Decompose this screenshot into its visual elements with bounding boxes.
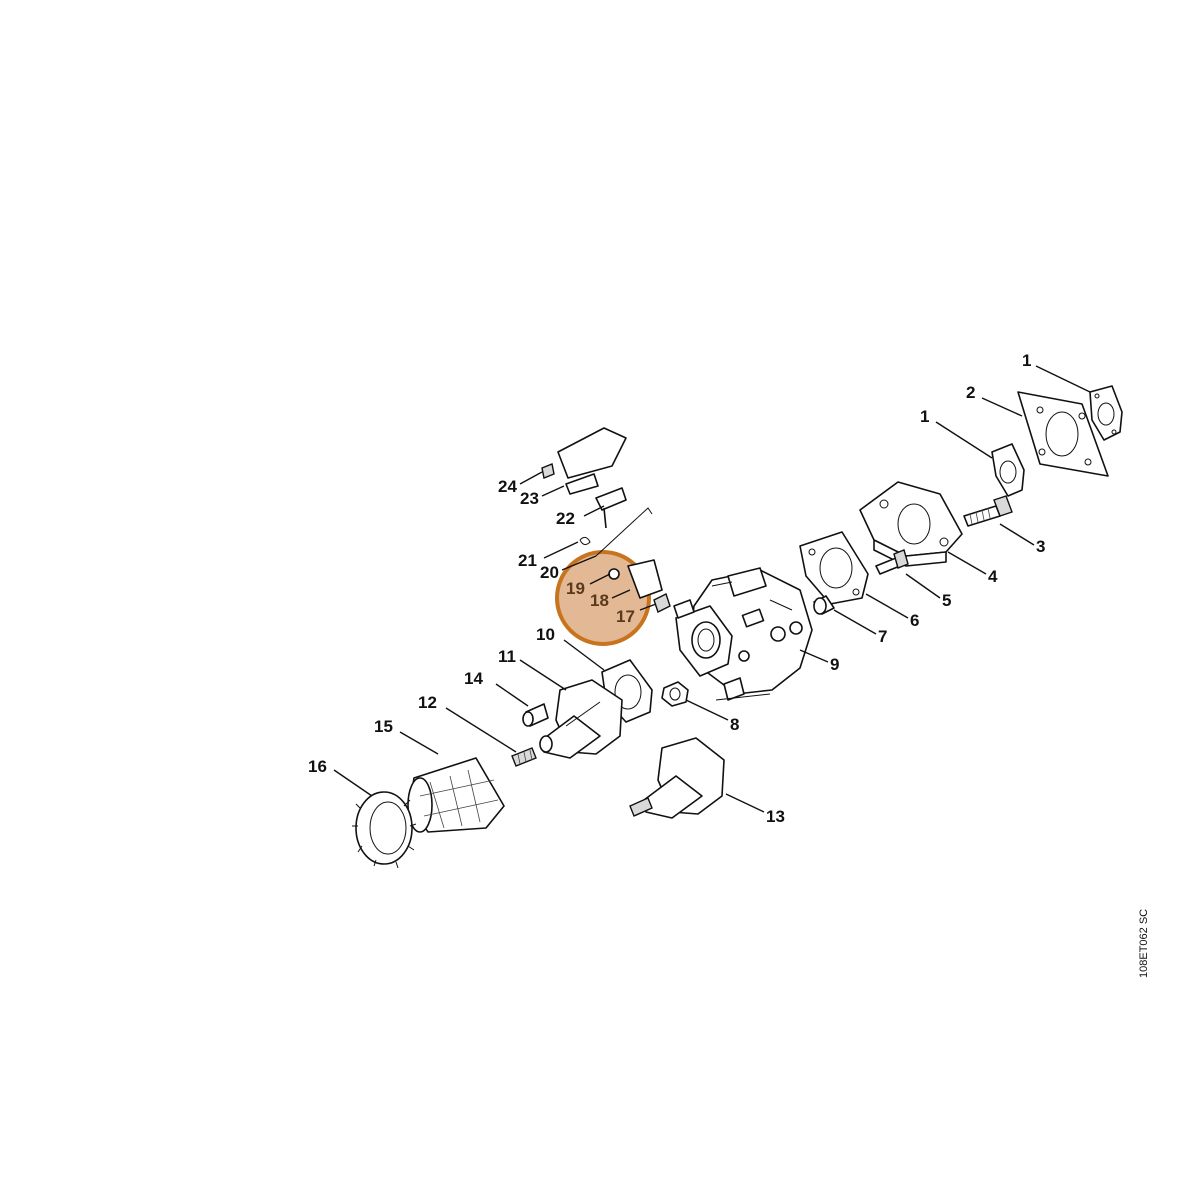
label-part-4: 4 [988, 567, 998, 586]
label-part-22: 22 [556, 509, 575, 528]
drawing-code: 108ET062 SC [1138, 908, 1150, 978]
label-part-1a: 1 [1022, 351, 1031, 370]
part-11-pump-cover[interactable] [539, 679, 623, 759]
label-part-8: 8 [730, 715, 739, 734]
part-5-screw[interactable] [875, 549, 909, 575]
label-part-23: 23 [520, 489, 539, 508]
leader-lines [333, 365, 1091, 813]
label-part-24: 24 [498, 477, 517, 496]
part-14-screw[interactable] [522, 703, 549, 727]
part-6-gasket[interactable] [799, 531, 869, 605]
label-part-10: 10 [536, 625, 555, 644]
part-16-ring[interactable] [352, 791, 417, 869]
part-labels: 1 2 1 3 4 5 6 7 9 8 10 11 14 12 15 16 13… [308, 351, 1045, 826]
part-4-flange[interactable] [859, 481, 963, 567]
label-part-20: 20 [540, 563, 559, 582]
label-part-18: 18 [590, 591, 609, 610]
label-part-11: 11 [498, 647, 516, 666]
part-17-spring[interactable] [653, 593, 671, 613]
label-part-16: 16 [308, 757, 327, 776]
part-1-gasket-inner[interactable] [991, 443, 1025, 497]
label-part-17: 17 [616, 607, 635, 626]
part-22-lever[interactable] [595, 487, 627, 529]
label-part-1b: 1 [920, 407, 929, 426]
part-15-strainer[interactable] [407, 757, 505, 833]
part-19-screw[interactable] [608, 568, 620, 580]
label-part-3: 3 [1036, 537, 1045, 556]
label-part-13: 13 [766, 807, 785, 826]
label-part-7: 7 [878, 627, 887, 646]
part-23-flap[interactable] [557, 427, 627, 495]
part-13-pump-cover[interactable] [629, 737, 725, 819]
label-part-5: 5 [942, 591, 951, 610]
part-7-sleeve[interactable] [813, 595, 835, 615]
label-part-6: 6 [910, 611, 919, 630]
part-3-bolt[interactable] [963, 495, 1013, 527]
label-part-2: 2 [966, 383, 975, 402]
label-part-15: 15 [374, 717, 393, 736]
highlight-circle [555, 550, 651, 646]
part-9-carburetor[interactable] [673, 567, 813, 701]
part-2-plate[interactable] [1017, 391, 1109, 477]
part-20-rod[interactable] [595, 507, 653, 557]
part-12-spring[interactable] [511, 747, 537, 767]
part-18-lever[interactable] [627, 559, 663, 599]
part-24-screw[interactable] [541, 463, 555, 479]
part-21-clip[interactable] [579, 536, 591, 546]
label-part-19: 19 [566, 579, 585, 598]
label-part-14: 14 [464, 669, 483, 688]
part-1-gasket-outer[interactable] [1089, 385, 1123, 441]
label-part-21: 21 [518, 551, 537, 570]
part-8-nut[interactable] [661, 681, 689, 707]
label-part-12: 12 [418, 693, 437, 712]
label-part-9: 9 [830, 655, 839, 674]
